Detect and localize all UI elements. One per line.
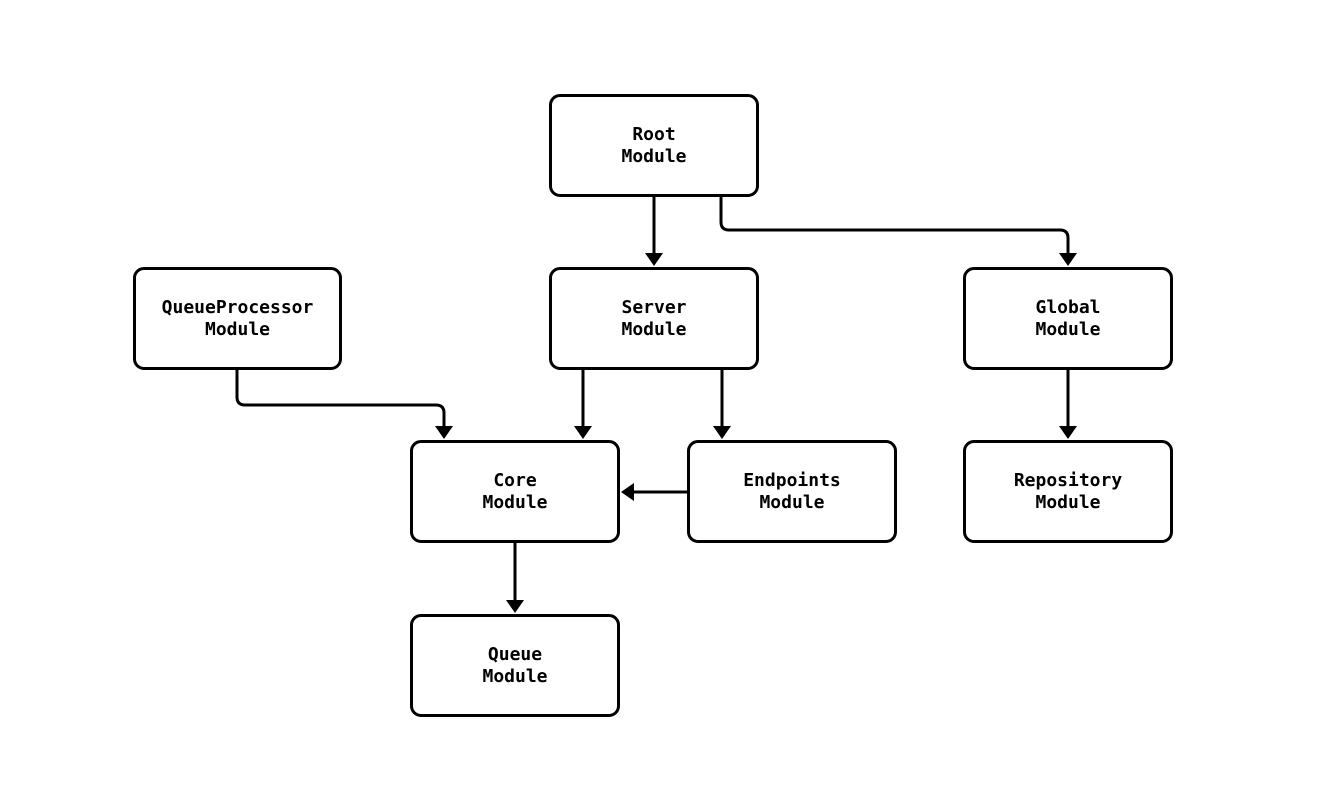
node-label-queueprocessor: QueueProcessor Module [161, 296, 314, 340]
node-queue[interactable]: Queue Module [410, 614, 620, 717]
node-label-queue: Queue Module [482, 643, 548, 687]
node-root[interactable]: Root Module [549, 94, 759, 197]
node-repository[interactable]: Repository Module [963, 440, 1173, 543]
node-label-repository: Repository Module [1013, 469, 1123, 513]
node-label-server: Server Module [621, 296, 687, 340]
arrowhead-global-to-repository [1059, 426, 1077, 439]
node-label-root: Root Module [621, 123, 687, 167]
node-label-core: Core Module [482, 469, 548, 513]
node-server[interactable]: Server Module [549, 267, 759, 370]
arrowhead-server-to-core [574, 426, 592, 439]
arrowheads-group [435, 253, 1077, 613]
node-endpoints[interactable]: Endpoints Module [687, 440, 897, 543]
edges-group [235, 197, 1070, 605]
node-label-endpoints: Endpoints Module [743, 469, 841, 513]
node-global[interactable]: Global Module [963, 267, 1173, 370]
arrowhead-server-to-endpoints [713, 426, 731, 439]
arrowhead-core-to-queue [506, 600, 524, 613]
arrowhead-endpoints-to-core [621, 483, 634, 501]
edge-queueprocessor-to-core [235, 370, 446, 431]
node-core[interactable]: Core Module [410, 440, 620, 543]
node-queueprocessor[interactable]: QueueProcessor Module [133, 267, 342, 370]
arrowhead-queueprocessor-to-core [435, 426, 453, 439]
arrowhead-root-to-server [645, 253, 663, 266]
arrowhead-root-to-global [1059, 253, 1077, 266]
node-label-global: Global Module [1035, 296, 1101, 340]
edge-root-to-global [719, 197, 1070, 258]
